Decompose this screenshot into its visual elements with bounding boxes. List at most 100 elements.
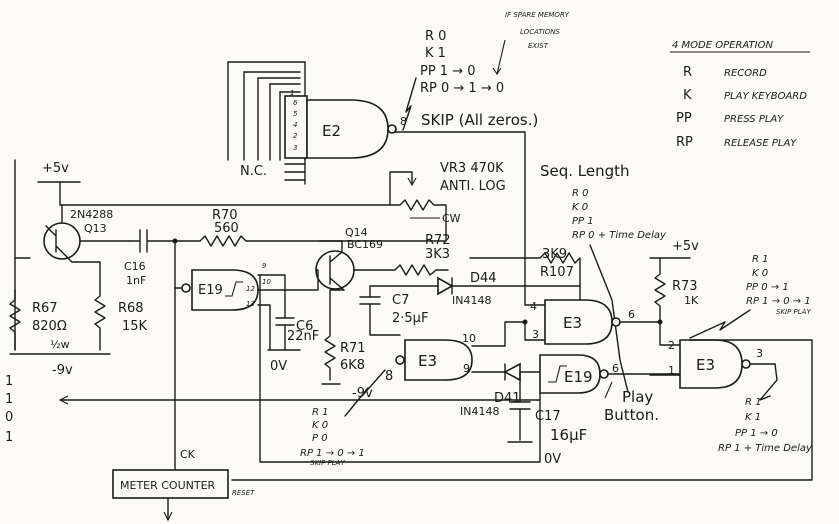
e2-pin-6: 6: [293, 99, 298, 107]
c17-capacitor: [509, 371, 531, 441]
d44-ref: D44: [470, 271, 497, 286]
e3c-wires: [649, 344, 776, 376]
c6-ref: C6: [296, 319, 313, 334]
e3a-label: E3: [563, 314, 582, 332]
skip-seq-4: RP 0 → 1 → 0: [420, 81, 504, 96]
mode-table-title: 4 MODE OPERATION: [672, 40, 773, 51]
ck-label: CK: [180, 448, 196, 461]
meter-counter-label: METER COUNTER: [120, 479, 216, 492]
c17-value: 16µF: [550, 426, 587, 444]
d41-part: IN4148: [460, 405, 499, 418]
seq-3: PP 1: [572, 216, 594, 227]
r68-ref: R68: [118, 301, 144, 316]
r70-resistor: [199, 235, 321, 247]
cw-label: CW: [442, 212, 461, 225]
vr3-value: VR3 470K: [440, 161, 504, 176]
q13-collector: [71, 261, 101, 286]
q14-base-feed: [284, 269, 319, 291]
c7-capacitor: [359, 285, 401, 336]
r71-value: 6K8: [340, 358, 365, 373]
mode-row-3-desc: RELEASE PLAY: [724, 138, 797, 149]
c16-ref: C16: [124, 260, 146, 273]
e3c-pin2: 2: [668, 339, 675, 352]
c6-value: 22nF: [287, 329, 319, 344]
out-seq-3: PP 1 → 0: [735, 428, 778, 439]
r67-ref: R67: [32, 301, 58, 316]
e3b-label: E3: [418, 352, 437, 370]
spare-arrow: [492, 39, 506, 76]
e19b-bubble: [599, 369, 609, 379]
r71-resistor: [324, 329, 336, 381]
skip-seq-3: PP 1 → 0: [420, 64, 476, 79]
mode-row-3-code: RP: [676, 135, 693, 150]
e2-pin-8: 8: [400, 115, 407, 128]
nc-label: N.C.: [240, 164, 267, 179]
out-seq-1: R 1: [745, 397, 762, 408]
mode-table: 4 MODE OPERATION R RECORD K PLAY KEYBOAR…: [670, 40, 810, 150]
e19a-pin10: 10: [262, 278, 271, 286]
e3a-pin6: 6: [628, 308, 635, 321]
c17-ref: C17: [535, 409, 561, 424]
r67-resistor: [9, 289, 21, 351]
play-button-label-1: Play: [622, 388, 653, 406]
play-button-label-2: Button.: [604, 406, 659, 424]
plus5v-right: +5v: [672, 239, 699, 254]
bottom-seq-5: SKIP PLAY: [310, 459, 345, 467]
r71-ref: R71: [340, 341, 366, 356]
e19b-label: E19: [564, 368, 593, 386]
right-zigzag-arrow: [689, 309, 751, 339]
e3b-pin8: 8: [385, 369, 393, 384]
e2-gate: E2 1 6 5 4 2 3 N.C. 8: [227, 61, 526, 306]
e2-bus-feed: [243, 71, 301, 93]
r73-value: 1K: [684, 294, 699, 307]
e3a-bubble: [611, 317, 621, 327]
d44-part: IN4148: [452, 294, 491, 307]
mode-row-0-desc: RECORD: [724, 68, 767, 79]
meter-counter-box: [112, 469, 229, 499]
right-seq-5: SKIP PLAY: [776, 308, 811, 316]
left-bit-3: 0: [5, 410, 13, 425]
e3c-out-arrow: [759, 363, 778, 401]
r70-ref: R70: [212, 208, 238, 223]
out-seq-4: RP 1 + Time Delay: [718, 443, 813, 454]
r72-resistor: [353, 264, 449, 276]
vr3-pot: [389, 171, 447, 241]
e3b-bubble: [395, 355, 405, 365]
r107-resistor: [469, 252, 581, 287]
e2-pin-5: 5: [293, 110, 298, 118]
bottom-seq-2: K 0: [312, 420, 328, 431]
d41-diode: [503, 362, 521, 382]
e19b-schmitt: [548, 365, 567, 383]
e2-pin-3: 3: [293, 144, 297, 152]
e19a-pin13: 13: [246, 300, 255, 308]
q14-part: BC169: [347, 238, 383, 251]
e2-pin-4: 4: [293, 121, 297, 129]
e2-body: [306, 99, 389, 159]
d44-diode: [437, 276, 454, 296]
skip-wire: [394, 128, 526, 306]
e3b-body: [404, 339, 473, 381]
skip-zigzag-arrow: [402, 77, 417, 131]
e3b-pin9: 9: [463, 362, 470, 375]
spare-note-2: LOCATIONS: [520, 28, 560, 36]
out-seq-2: K 1: [745, 412, 761, 423]
e19a-pin12: 12: [246, 285, 255, 293]
q14-emitter: [329, 289, 345, 331]
r70-value: 560: [214, 221, 239, 236]
e19a-out-wires: [257, 274, 286, 351]
plus5v-left: +5v: [42, 161, 69, 176]
e2-pin-1: 1: [290, 89, 294, 97]
reset-loop-wire: [231, 339, 813, 481]
q13-leads: [45, 204, 73, 263]
r68-resistor: [94, 284, 106, 351]
left-bit-1: 1: [5, 374, 13, 389]
r107-value: 3K9: [542, 247, 567, 262]
mode-row-1-desc: PLAY KEYBOARD: [724, 91, 807, 102]
vr3-wiper: [407, 177, 417, 186]
q14-leads: [319, 240, 345, 291]
bottom-seq-4: RP 1 → 0 → 1: [300, 448, 365, 459]
left-bit-2: 1: [5, 392, 13, 407]
mode-row-0-code: R: [683, 65, 692, 80]
e19a-schmitt: [225, 281, 243, 297]
r67-value: 820Ω: [32, 319, 67, 334]
